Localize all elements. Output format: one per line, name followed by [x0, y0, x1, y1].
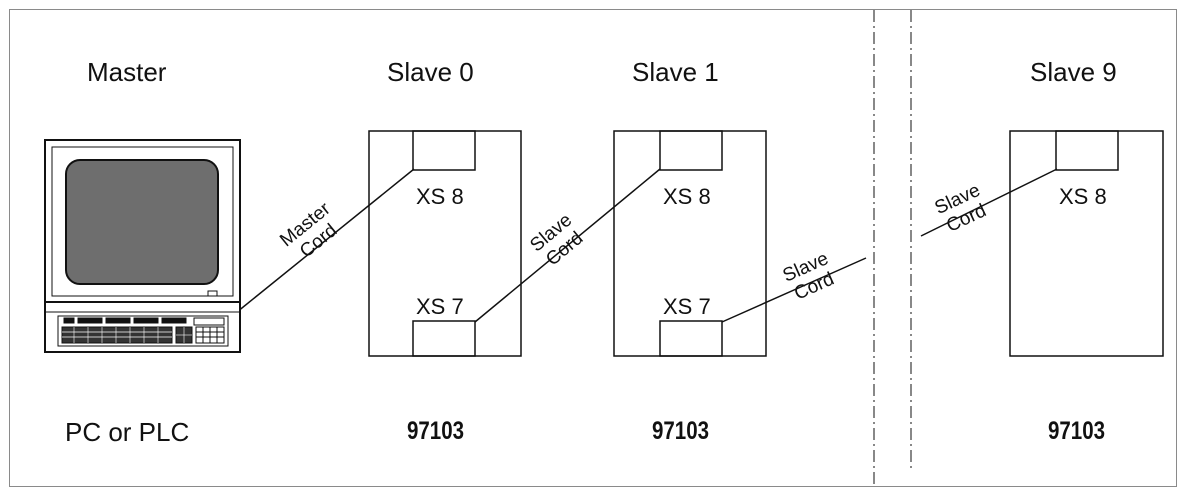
slave-cord-line-c	[920, 168, 1058, 237]
slave-0-bottom-port-label: XS 7	[416, 294, 464, 319]
device-type-label: PC or PLC	[65, 417, 190, 447]
slave-0-model-number: 97103	[407, 417, 465, 445]
keyboard-icon	[57, 315, 229, 347]
diagram-frame	[9, 9, 1177, 487]
slave-9-title: Slave 9	[1030, 57, 1117, 87]
slave-9-module	[1009, 130, 1164, 357]
slave-1-title: Slave 1	[632, 57, 719, 87]
slave-1-module	[613, 130, 767, 357]
slave-cord-line-a	[474, 168, 661, 323]
slave-9-model-number: 97103	[1048, 417, 1106, 445]
master-cord-line	[236, 168, 415, 313]
slave-1-top-port-label: XS 8	[663, 184, 711, 209]
slave-cord-line-b	[721, 257, 867, 323]
slave-0-module	[368, 130, 522, 357]
slave-0-top-port-label: XS 8	[416, 184, 464, 209]
slave-0-title: Slave 0	[387, 57, 474, 87]
slave-1-model-number: 97103	[652, 417, 710, 445]
slave-1-bottom-port-label: XS 7	[663, 294, 711, 319]
master-title: Master	[87, 57, 167, 87]
slave-9-top-port-label: XS 8	[1059, 184, 1107, 209]
